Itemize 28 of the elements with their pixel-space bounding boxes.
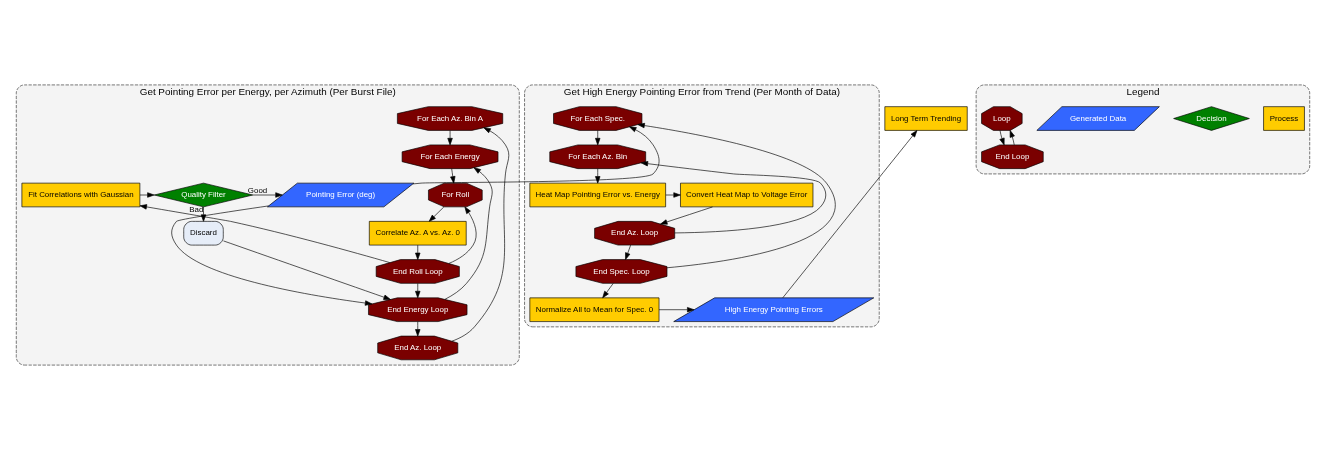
arrow — [223, 240, 391, 300]
arrow — [1009, 130, 1015, 146]
arrow — [171, 205, 373, 306]
arrow — [595, 168, 601, 184]
arrow — [200, 206, 207, 222]
arrow — [139, 204, 391, 263]
arrow — [415, 321, 421, 337]
arrow — [139, 192, 155, 198]
arrow — [448, 206, 477, 264]
arrow — [447, 130, 453, 146]
arrow — [451, 127, 510, 342]
arrow — [602, 283, 614, 299]
arrow — [450, 168, 456, 184]
arrow — [625, 244, 631, 260]
arrow — [999, 130, 1005, 146]
arrow — [415, 244, 421, 260]
arrow — [660, 206, 713, 225]
arrow — [658, 307, 695, 313]
arrow — [595, 130, 601, 146]
arrow — [640, 161, 827, 234]
arrow — [665, 192, 681, 198]
arrow — [637, 122, 836, 269]
arrow — [428, 206, 445, 222]
arrow — [252, 192, 283, 198]
arrow — [782, 130, 918, 299]
arrow — [415, 283, 421, 299]
arrow — [412, 126, 660, 185]
arrow — [444, 167, 493, 300]
